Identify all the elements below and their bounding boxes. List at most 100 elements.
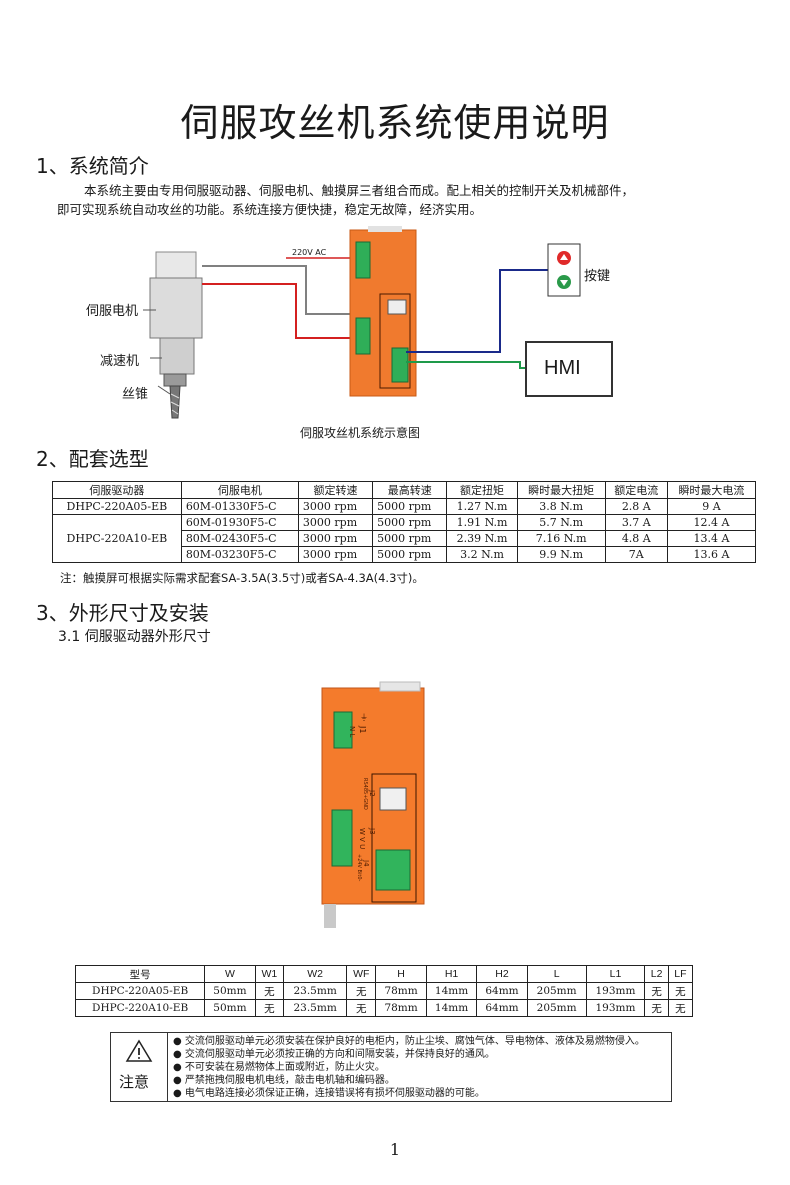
caution-item: 交流伺服驱动单元必须按正确的方向和间隔安装，并保持良好的通风。 — [173, 1048, 645, 1061]
table-cell: 3.8 N.m — [516, 498, 606, 515]
table-cell: 14mm — [425, 982, 478, 1000]
table-cell: 78mm — [375, 999, 427, 1017]
col-header: 伺服驱动器 — [52, 481, 182, 499]
button-wire — [406, 269, 548, 353]
caution-item: 严禁拖拽伺服电机电线，敲击电机轴和编码器。 — [173, 1074, 645, 1087]
col-header: 额定电流 — [604, 481, 668, 499]
caution-list: 交流伺服驱动单元必须安装在保护良好的电柜内，防止尘埃、腐蚀气体、导电物体、液体及… — [173, 1035, 645, 1100]
section2-heading: 2、配套选型 — [36, 447, 149, 471]
section3-heading: 3、外形尺寸及安装 — [36, 601, 209, 625]
table-row: DHPC-220A10-EB 50mm 无 23.5mm 无 78mm 14mm… — [74, 999, 694, 1017]
table-cell: 无 — [667, 982, 694, 1000]
servo-motor-icon — [149, 251, 203, 419]
driver-cell: DHPC-220A05-EB — [52, 498, 182, 515]
section1-heading: 1、系统简介 — [36, 154, 149, 178]
table-row: DHPC-220A10-EB 60M-01930F5-C 3000 rpm 50… — [52, 514, 757, 563]
table-cell: 5000 rpm — [372, 514, 448, 531]
dimensions-table: 型号 W W1 W2 WF H H1 H2 L L1 L2 LF DHPC-22… — [74, 965, 694, 1017]
j2-sub-label: RS485+GND — [362, 778, 368, 810]
table-cell: 4.8 A — [604, 530, 668, 547]
table-cell: 9.9 N.m — [516, 546, 606, 563]
j4-label: J4 — [362, 859, 370, 867]
page-title: 伺服攻丝机系统使用说明 — [180, 101, 610, 145]
table-cell: 无 — [254, 999, 285, 1017]
table-cell: 193mm — [585, 999, 646, 1017]
warning-icon — [125, 1039, 153, 1062]
encoder-wire — [202, 265, 356, 315]
table-cell: 50mm — [204, 999, 256, 1017]
table-row: 80M-03230F5-C 3000 rpm 5000 rpm 3.2 N.m … — [53, 546, 757, 563]
table-cell: 50mm — [204, 982, 256, 1000]
j3-pins-label: W V U — [358, 828, 366, 849]
table-cell: 3000 rpm — [297, 498, 374, 515]
power-wire — [202, 283, 356, 339]
table-header-row: 型号 W W1 W2 WF H H1 H2 L L1 L2 LF — [74, 965, 694, 983]
col-header: 型号 — [74, 965, 206, 983]
table-row: DHPC-220A05-EB 60M-01330F5-C 3000 rpm 50… — [52, 498, 757, 515]
table-cell: 无 — [346, 999, 377, 1017]
table-cell: 3.7 A — [604, 514, 668, 531]
col-header: L — [526, 965, 587, 983]
hmi-screen-icon — [525, 341, 613, 397]
table-cell: 80M-02430F5-C — [180, 530, 299, 547]
table-cell: 14mm — [425, 999, 478, 1017]
table-cell: 205mm — [526, 999, 587, 1017]
table-cell: 5000 rpm — [372, 498, 448, 515]
servo-driver-photo: J1 N L ⏚ J2 RS485+GND J3 W V U J4 +24V B… — [321, 681, 425, 928]
col-header: LF — [667, 965, 694, 983]
table-cell: 78mm — [375, 982, 427, 1000]
caution-item: 电气电路连接必须保证正确，连接错误将有损坏伺服驱动器的可能。 — [173, 1087, 645, 1100]
diagram-caption: 伺服攻丝机系统示意图 — [300, 426, 421, 440]
table-cell: 无 — [346, 982, 377, 1000]
model-selection-table: 伺服驱动器 伺服电机 额定转速 最高转速 额定扭矩 瞬时最大扭矩 额定电流 瞬时… — [52, 481, 757, 563]
table-cell: 12.4 A — [666, 514, 757, 531]
hmi-wire — [406, 361, 528, 369]
table-cell: 7A — [604, 546, 668, 563]
table-cell: 3.2 N.m — [446, 546, 518, 563]
table-cell: 64mm — [476, 982, 528, 1000]
system-diagram — [143, 226, 613, 419]
label-hmi: HMI — [544, 357, 581, 379]
col-header: 额定转速 — [297, 481, 374, 499]
table-row: DHPC-220A05-EB 50mm 无 23.5mm 无 78mm 14mm… — [74, 982, 694, 1000]
table-cell: 2.8 A — [604, 498, 668, 515]
intro-line-1: 本系统主要由专用伺服驱动器、伺服电机、触摸屏三者组合而成。配上相关的控制开关及机… — [84, 183, 635, 198]
col-header: 最高转速 — [372, 481, 448, 499]
col-header: 伺服电机 — [180, 481, 299, 499]
gnd-symbol: ⏚ — [360, 713, 368, 722]
col-header: 瞬时最大电流 — [666, 481, 757, 499]
col-header: W — [204, 965, 256, 983]
label-tap: 丝锥 — [122, 387, 149, 402]
caution-item: 交流伺服驱动单元必须安装在保护良好的电柜内，防止尘埃、腐蚀气体、导电物体、液体及… — [173, 1035, 645, 1048]
col-header: H2 — [476, 965, 528, 983]
j1-label: J1 — [358, 725, 367, 733]
table-cell: 5000 rpm — [372, 546, 448, 563]
caution-label: 注意 — [119, 1073, 150, 1091]
table-cell: DHPC-220A05-EB — [74, 982, 206, 1000]
section3-subheading: 3.1 伺服驱动器外形尺寸 — [58, 629, 211, 645]
label-reducer: 减速机 — [100, 354, 140, 369]
label-power: 220V AC — [292, 248, 327, 257]
table-header-row: 伺服驱动器 伺服电机 额定转速 最高转速 额定扭矩 瞬时最大扭矩 额定电流 瞬时… — [52, 481, 757, 499]
table-cell: 5000 rpm — [372, 530, 448, 547]
table-cell: 3000 rpm — [297, 530, 374, 547]
label-motor: 伺服电机 — [86, 304, 139, 319]
j3-label: J3 — [368, 827, 376, 835]
col-header: L2 — [644, 965, 669, 983]
table-cell: 60M-01930F5-C — [180, 514, 299, 531]
col-header: 瞬时最大扭矩 — [516, 481, 606, 499]
table-cell: 80M-03230F5-C — [180, 546, 299, 563]
j2-label: J2 — [368, 789, 376, 797]
table-cell: 5.7 N.m — [516, 514, 606, 531]
table-cell: 64mm — [476, 999, 528, 1017]
label-buttons: 按键 — [584, 269, 611, 284]
caution-box: 注意 交流伺服驱动单元必须安装在保护良好的电柜内，防止尘埃、腐蚀气体、导电物体、… — [110, 1032, 672, 1102]
j4-sub-label: +24V Bit0- — [356, 854, 362, 882]
col-header: WF — [346, 965, 377, 983]
table-cell: 193mm — [585, 982, 646, 1000]
table-cell: 无 — [644, 982, 669, 1000]
caution-label-cell: 注意 — [111, 1033, 168, 1101]
table-cell: 23.5mm — [283, 999, 348, 1017]
table-cell: 205mm — [526, 982, 587, 1000]
col-header: L1 — [585, 965, 646, 983]
